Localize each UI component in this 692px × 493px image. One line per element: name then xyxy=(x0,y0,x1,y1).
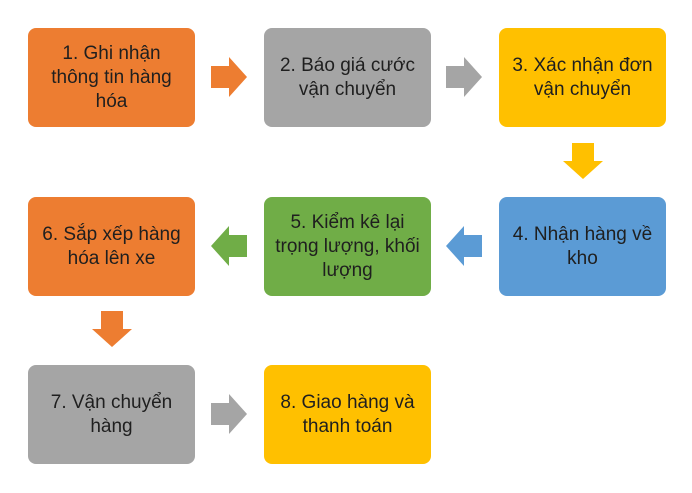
step-5-label: 5. Kiểm kê lại trọng lượng, khối lượng xyxy=(275,211,420,281)
step-2-label: 2. Báo giá cước vận chuyển xyxy=(279,54,416,100)
step-4-box: 4. Nhận hàng về kho xyxy=(499,197,666,296)
arrow-down-icon xyxy=(563,143,603,179)
arrow-left-icon xyxy=(446,226,482,266)
step-6-box: 6. Sắp xếp hàng hóa lên xe xyxy=(28,197,195,296)
arrow-left-icon xyxy=(211,226,247,266)
step-5-box: 5. Kiểm kê lại trọng lượng, khối lượng xyxy=(264,197,431,296)
arrow-right-icon xyxy=(446,57,482,97)
step-8-label: 8. Giao hàng và thanh toán xyxy=(280,391,415,437)
arrow-right-icon xyxy=(211,394,247,434)
step-3-label: 3. Xác nhận đơn vận chuyển xyxy=(512,54,653,100)
step-7-box: 7. Vận chuyển hàng xyxy=(28,365,195,464)
step-4-label: 4. Nhận hàng về kho xyxy=(512,223,653,269)
arrow-right-icon xyxy=(211,57,247,97)
step-8-box: 8. Giao hàng và thanh toán xyxy=(264,365,431,464)
arrow-down-icon xyxy=(92,311,132,347)
step-3-box: 3. Xác nhận đơn vận chuyển xyxy=(499,28,666,127)
step-6-label: 6. Sắp xếp hàng hóa lên xe xyxy=(42,223,181,269)
step-1-box: 1. Ghi nhận thông tin hàng hóa xyxy=(28,28,195,127)
step-1-label: 1. Ghi nhận thông tin hàng hóa xyxy=(51,42,172,112)
step-7-label: 7. Vận chuyển hàng xyxy=(50,391,173,437)
step-2-box: 2. Báo giá cước vận chuyển xyxy=(264,28,431,127)
